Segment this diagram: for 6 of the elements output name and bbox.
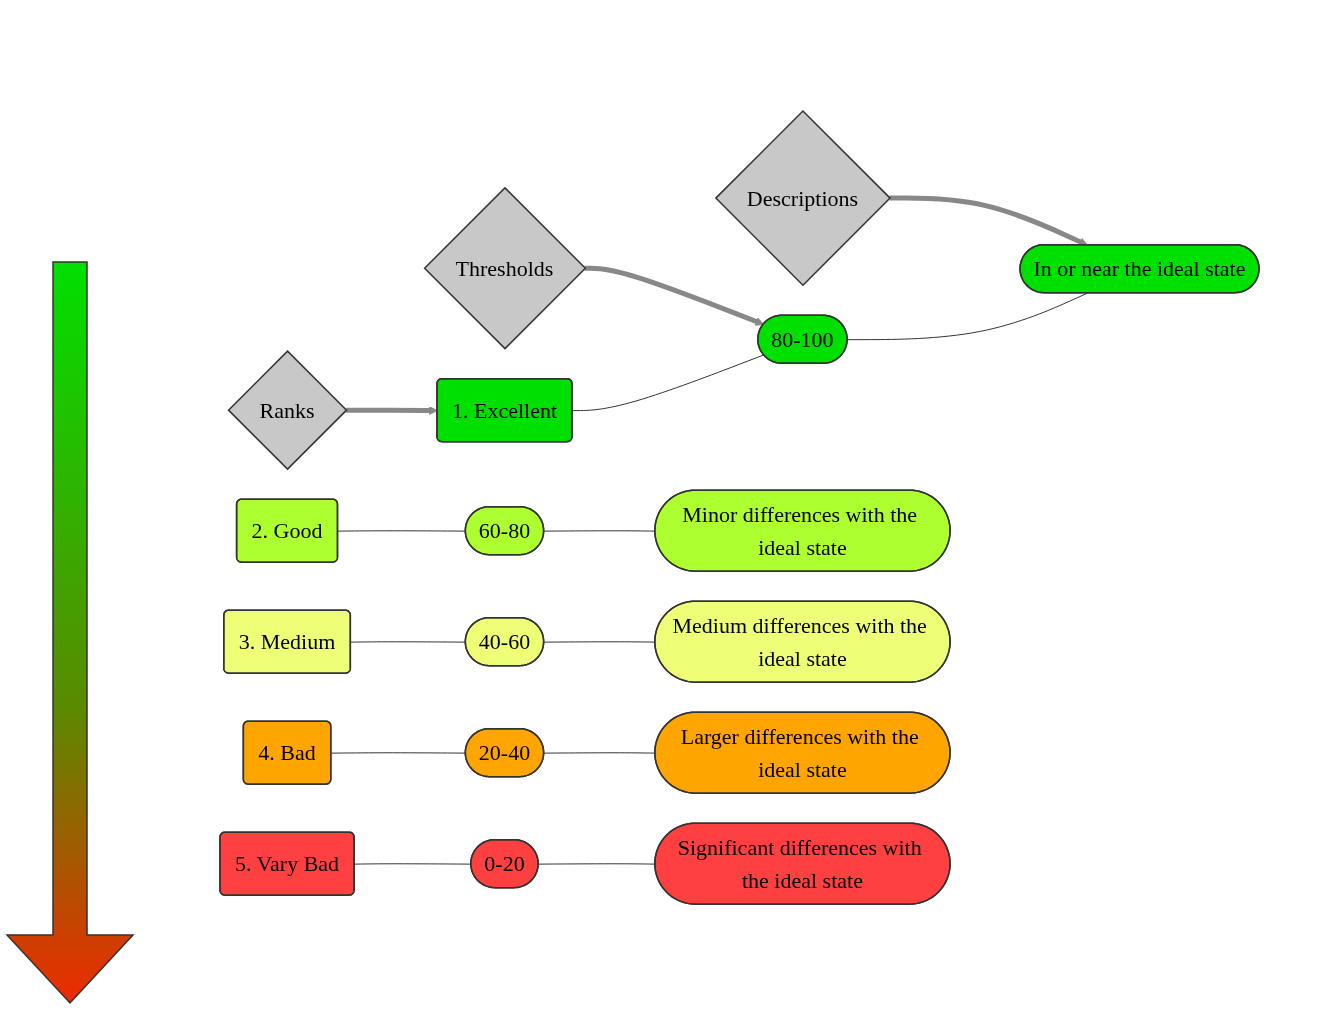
- arrow: [889, 196, 1088, 247]
- arrow: [584, 266, 764, 327]
- node-diamond: Descriptions: [714, 110, 891, 287]
- node-diamond: Thresholds: [423, 187, 586, 351]
- node-diamond: Ranks: [227, 350, 348, 471]
- connector: [571, 354, 764, 412]
